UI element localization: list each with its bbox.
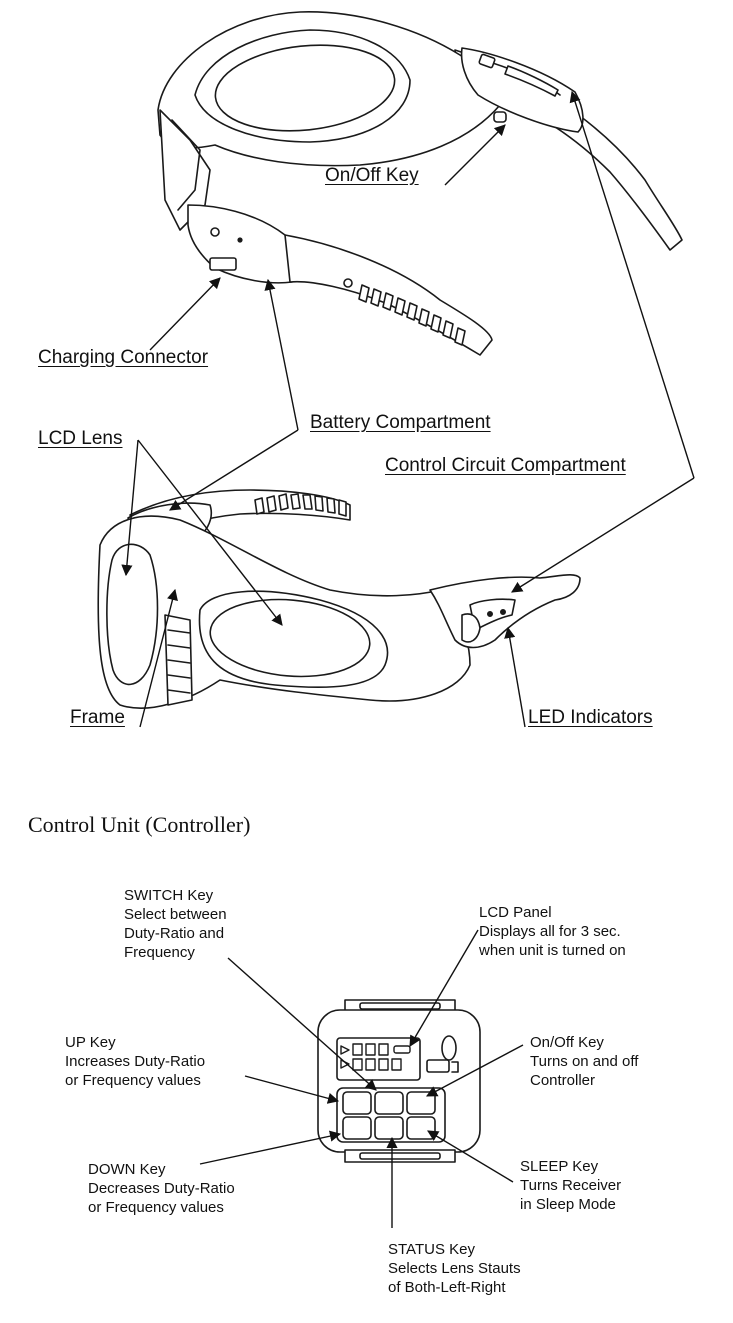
annotation-title: SWITCH Key [124, 887, 214, 904]
controller-section-title: Control Unit (Controller) [28, 812, 251, 837]
annotation-line: Turns Receiver [520, 1177, 622, 1194]
leader-up-key [244, 1075, 340, 1104]
annotation-on-off-key: On/Off Key Turns on and off Controller [530, 1033, 638, 1090]
leader-led-indicators [504, 626, 526, 728]
leader-lcd-panel [409, 929, 479, 1047]
annotation-line: or Frequency values [88, 1199, 224, 1216]
label-on-off-key: On/Off Key [325, 165, 419, 186]
label-led-indicators: LED Indicators [528, 707, 653, 728]
annotation-title: On/Off Key [530, 1034, 604, 1051]
annotation-title: LCD Panel [479, 904, 552, 921]
leader-sleep-key [427, 1130, 514, 1183]
annotation-line: Selects Lens Stauts [388, 1260, 521, 1277]
annotation-line: Displays all for 3 sec. [479, 923, 621, 940]
glasses-top-arm-grip [358, 284, 466, 346]
controller-keys [342, 1091, 436, 1140]
glasses-bottom-arm-grip [254, 493, 347, 517]
annotation-line: Duty-Ratio and [124, 925, 225, 942]
annotation-line: in Sleep Mode [520, 1196, 616, 1213]
leader-down-key [199, 1130, 342, 1165]
annotation-down-key: DOWN Key Decreases Duty-Ratio or Frequen… [88, 1160, 235, 1217]
status-key-button[interactable] [374, 1116, 404, 1140]
annotation-title: SLEEP Key [520, 1158, 599, 1175]
leader-on-off-key-controller [426, 1044, 524, 1097]
leader-battery-compartment-top [264, 278, 299, 431]
annotation-line: of Both-Left-Right [388, 1279, 506, 1296]
annotation-line: Select between [124, 906, 227, 923]
annotation-title: DOWN Key [88, 1161, 166, 1178]
annotation-line: Controller [530, 1072, 596, 1089]
leader-charging-connector [149, 277, 221, 351]
down-key-button[interactable] [342, 1116, 372, 1140]
switch-key-button[interactable] [374, 1091, 404, 1115]
label-battery-compartment: Battery Compartment [310, 412, 491, 433]
leader-lcd-lens-left [121, 439, 139, 577]
annotation-title: STATUS Key [388, 1241, 475, 1258]
leader-battery-compartment-bottom [169, 429, 299, 511]
up-key-button[interactable] [342, 1091, 372, 1115]
leader-frame [139, 588, 178, 728]
annotation-line: when unit is turned on [479, 942, 626, 959]
annotation-line: Increases Duty-Ratio [65, 1053, 206, 1070]
annotation-sleep-key: SLEEP Key Turns Receiver in Sleep Mode [520, 1157, 621, 1214]
annotation-line: Turns on and off [530, 1053, 639, 1070]
annotation-switch-key: SWITCH Key Select between Duty-Ratio and… [124, 886, 227, 962]
label-control-circuit-compartment: Control Circuit Compartment [385, 455, 626, 476]
annotation-title: UP Key [65, 1034, 116, 1051]
label-frame: Frame [70, 707, 125, 728]
sleep-key-button[interactable] [406, 1116, 436, 1140]
annotation-line: or Frequency values [65, 1072, 201, 1089]
leader-control-bottom [511, 477, 695, 593]
label-charging-connector: Charging Connector [38, 347, 209, 368]
annotation-line: Frequency [124, 944, 195, 961]
glasses-top-illustration [157, 11, 683, 356]
on-off-key-button[interactable] [406, 1091, 436, 1115]
annotation-lcd-panel: LCD Panel Displays all for 3 sec. when u… [479, 903, 626, 960]
annotation-status-key: STATUS Key Selects Lens Stauts of Both-L… [388, 1240, 521, 1297]
leader-lcd-lens-right [137, 439, 283, 626]
leader-lines [121, 90, 695, 1228]
label-lcd-lens: LCD Lens [38, 428, 123, 449]
leader-switch-key [227, 957, 377, 1091]
annotation-up-key: UP Key Increases Duty-Ratio or Frequency… [65, 1033, 205, 1090]
leader-on-off-key [444, 124, 506, 186]
annotation-line: Decreases Duty-Ratio [88, 1180, 235, 1197]
leader-control-top [569, 90, 695, 479]
glasses-bottom-illustration [97, 489, 581, 709]
